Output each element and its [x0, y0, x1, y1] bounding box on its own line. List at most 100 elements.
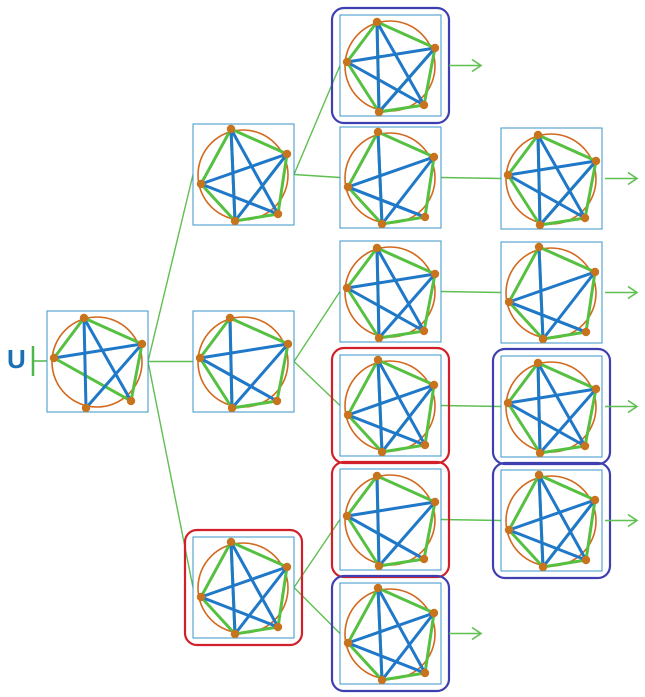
node-b4-vertex-2 — [420, 440, 430, 450]
node-c1-green-edge-1 — [583, 159, 598, 220]
node-c1-vertex-4 — [503, 170, 513, 180]
node-b2-blue-edge-1 — [346, 155, 436, 189]
node-b6-blue-edge-3 — [380, 611, 436, 682]
node-a3-vertex-0 — [226, 537, 236, 547]
node-b3-green-edge-2 — [377, 329, 426, 340]
node-b1-blue-edge-2 — [345, 46, 437, 64]
arrow-head-c4 — [627, 513, 639, 528]
node-a1-green-edge-3 — [199, 182, 237, 223]
node-c3-vertex-4 — [503, 398, 513, 408]
node-root-blue-edge-0 — [82, 316, 133, 403]
node-b4-green-edge-3 — [346, 413, 384, 454]
node-c3-green-edge-0 — [536, 361, 598, 391]
node-a3-vertex-2 — [273, 622, 283, 632]
node-a2-green-edge-2 — [230, 399, 279, 410]
node-c2-green-edge-0 — [537, 245, 597, 274]
node-b5-blue-edge-4 — [345, 514, 426, 561]
node-c4-blue-edge-3 — [541, 498, 597, 569]
node-b5-vertex-4 — [342, 511, 352, 521]
node-a1-vertex-0 — [226, 124, 236, 134]
node-c4-vertex-0 — [534, 470, 544, 480]
node-a1-blue-edge-4 — [199, 182, 280, 216]
node-c3-blue-edge-2 — [506, 387, 598, 405]
node-b3-blue-edge-3 — [377, 272, 437, 340]
node-b4-graph — [343, 355, 439, 457]
node-a2-graph — [195, 313, 293, 413]
node-b5-blue-edge-2 — [377, 500, 437, 568]
node-b4-green-edge-0 — [376, 358, 436, 387]
node-b2-vertex-1 — [429, 152, 439, 162]
node-a1-graph — [196, 124, 292, 226]
node-a2-green-edge-3 — [198, 356, 234, 410]
root-label-u: U — [7, 344, 26, 374]
node-c2-vertex-4 — [504, 297, 514, 307]
node-c3-blue-edge-1 — [536, 361, 587, 448]
node-b2-vertex-3 — [377, 219, 387, 229]
connector-b3-c2 — [440, 290, 502, 294]
node-b3-vertex-0 — [372, 243, 382, 253]
node-b2-green-edge-2 — [380, 215, 427, 226]
node-c4-blue-edge-0 — [537, 473, 545, 569]
node-b4-green-edge-4 — [346, 358, 380, 417]
node-b1-vertex-4 — [342, 57, 352, 67]
node-c2-vertex-2 — [581, 327, 591, 337]
node-c3-vertex-1 — [591, 384, 601, 394]
node-b6-vertex-4 — [343, 638, 353, 648]
node-c4-graph — [504, 470, 600, 572]
node-b1-green-edge-2 — [377, 103, 426, 114]
node-b1-blue-edge-3 — [377, 46, 437, 114]
node-b5-green-edge-1 — [422, 500, 437, 561]
node-b4-blue-edge-2 — [346, 383, 436, 417]
connector-b2-c1 — [440, 176, 502, 180]
node-a3-vertex-4 — [196, 592, 206, 602]
node-b3-vertex-4 — [342, 283, 352, 293]
node-b6-blue-edge-2 — [346, 611, 436, 645]
node-b4-blue-edge-1 — [376, 358, 427, 447]
node-c1-blue-edge-3 — [538, 159, 598, 227]
node-b2-blue-edge-0 — [376, 130, 384, 226]
node-a3-blue-edge-1 — [229, 540, 280, 629]
node-b1-green-edge-0 — [375, 20, 437, 50]
node-c3-green-edge-1 — [583, 387, 598, 448]
node-a2-blue-edge-2 — [230, 342, 290, 410]
node-a2-blue-edge-4 — [198, 356, 279, 403]
node-a1-green-edge-0 — [229, 127, 289, 156]
connector-a1-b2 — [293, 173, 341, 179]
node-b3-blue-edge-1 — [375, 246, 426, 333]
node-c4-vertex-3 — [538, 562, 548, 572]
node-c1-vertex-1 — [591, 156, 601, 166]
node-c2-green-edge-3 — [507, 300, 545, 341]
node-c2-vertex-0 — [534, 242, 544, 252]
node-b1-blue-edge-0 — [375, 20, 381, 114]
node-root-circle — [51, 316, 143, 408]
node-b6-green-edge-0 — [376, 586, 436, 615]
node-a3-blue-edge-4 — [199, 595, 280, 629]
node-root-vertex-3 — [81, 403, 91, 413]
arrow-head-c1 — [627, 171, 639, 186]
node-b1-blue-edge-4 — [345, 60, 426, 107]
node-c1-vertex-2 — [580, 213, 590, 223]
node-a3-blue-edge-2 — [199, 565, 289, 599]
node-b1-blue-edge-1 — [375, 20, 426, 107]
node-b2-vertex-4 — [343, 182, 353, 192]
node-root-blue-edge-2 — [84, 342, 144, 410]
highlight-box-a3 — [183, 528, 304, 647]
node-b2-graph — [343, 127, 439, 229]
node-c1-blue-edge-2 — [506, 159, 598, 177]
node-c3-vertex-2 — [580, 441, 590, 451]
node-a1-vertex-3 — [230, 216, 240, 226]
node-a1-blue-edge-1 — [229, 127, 280, 216]
connector-a2-b3 — [293, 291, 341, 362]
node-b2-green-edge-1 — [423, 155, 436, 219]
node-b4-blue-edge-3 — [380, 383, 436, 454]
node-a3-green-edge-1 — [276, 565, 289, 629]
node-c4-green-edge-0 — [537, 473, 597, 502]
arrow-head-c3 — [627, 399, 639, 414]
node-a1-green-edge-1 — [276, 152, 289, 216]
node-b5-vertex-3 — [374, 561, 384, 571]
node-a3-vertex-1 — [282, 562, 292, 572]
node-b6-green-edge-3 — [346, 641, 384, 682]
node-b2-green-edge-3 — [346, 185, 384, 226]
node-b3-blue-edge-2 — [345, 272, 437, 290]
